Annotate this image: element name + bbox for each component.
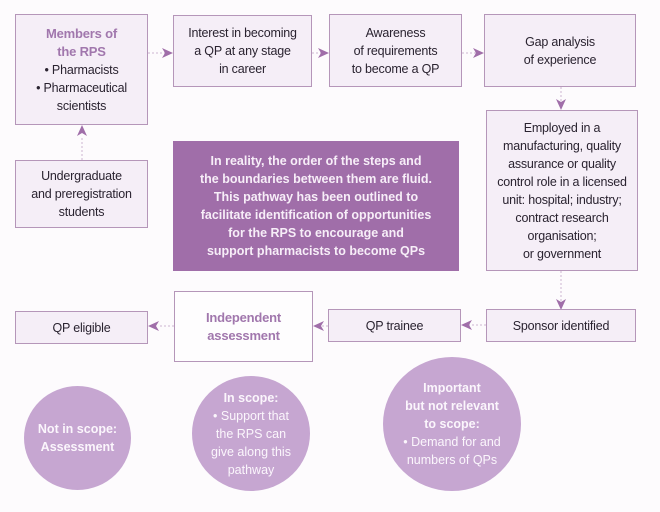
undergrad-line-2: and preregistration <box>31 187 132 201</box>
members-bullet-scientists: scientists <box>56 98 107 113</box>
interest-line-3: in career <box>219 62 266 76</box>
important-line-2: numbers of QPs <box>406 453 498 467</box>
interest-line-1: Interest in becoming <box>188 26 297 40</box>
in-scope-line-2: the RPS can <box>215 426 287 441</box>
arrowhead-to-gap <box>473 48 484 58</box>
employed-line-2: manufacturing, quality <box>503 138 621 153</box>
step-qp-trainee: QP trainee <box>328 309 461 342</box>
undergrad-line-1: Undergraduate <box>41 169 122 183</box>
in-scope-line-4: pathway <box>227 462 275 477</box>
important-line-1: • Demand for and <box>403 435 501 449</box>
arrowhead-to-trainee <box>461 320 472 330</box>
arrowhead-to-interest <box>162 48 173 58</box>
important-heading-line-3: to scope: <box>424 417 480 431</box>
pathway-note: In reality, the order of the steps and t… <box>173 141 459 271</box>
important-heading-line-1: Important <box>423 381 481 395</box>
in-scope-line-3: give along this <box>211 444 291 459</box>
employed-line-3: assurance or quality <box>508 156 616 171</box>
circle-in-scope: In scope: • Support that the RPS can giv… <box>192 376 310 491</box>
note-line-5: for the RPS to encourage and <box>228 226 404 240</box>
step-members-of-rps: Members of the RPS • Pharmacists • Pharm… <box>15 14 148 125</box>
step-qp-eligible: QP eligible <box>15 311 148 344</box>
arrowhead-to-eligible <box>148 321 159 331</box>
arrowhead-to-employed <box>556 99 566 110</box>
assessment-title-line-2: assessment <box>207 327 280 343</box>
circle-not-in-scope: Not in scope: Assessment <box>24 386 131 490</box>
note-line-1: In reality, the order of the steps and <box>210 154 422 168</box>
eligible-label: QP eligible <box>52 320 111 335</box>
step-independent-assessment: Independent assessment <box>174 291 313 362</box>
not-in-scope-item: Assessment <box>40 440 115 454</box>
circle-important-not-relevant: Important but not relevant to scope: • D… <box>383 357 521 491</box>
employed-line-8: or government <box>523 246 601 261</box>
arrowhead-to-members <box>77 125 87 136</box>
employed-line-4: control role in a licensed <box>497 174 627 189</box>
step-awareness: Awareness of requirements to become a QP <box>329 14 462 87</box>
step-sponsor-identified: Sponsor identified <box>486 309 636 342</box>
step-gap-analysis: Gap analysis of experience <box>484 14 636 87</box>
gap-line-1: Gap analysis <box>525 34 595 49</box>
note-line-6: support pharmacists to become QPs <box>206 244 426 258</box>
employed-line-7: organisation; <box>527 228 597 243</box>
step-interest: Interest in becoming a QP at any stage i… <box>173 15 312 87</box>
interest-line-2: a QP at any stage <box>194 44 291 58</box>
note-line-2: the boundaries between them are fluid. <box>200 172 432 186</box>
awareness-line-1: Awareness <box>365 25 426 40</box>
members-title-line-2: the RPS <box>57 43 106 59</box>
step-undergraduate: Undergraduate and preregistration studen… <box>15 160 148 228</box>
members-title-line-1: Members of <box>46 25 117 41</box>
sponsor-label: Sponsor identified <box>512 318 610 333</box>
undergrad-line-3: students <box>58 205 105 219</box>
arrowhead-to-assessment <box>313 321 324 331</box>
arrowhead-to-sponsor <box>556 299 566 310</box>
not-in-scope-heading: Not in scope: <box>37 422 118 436</box>
note-line-4: facilitate identification of opportuniti… <box>200 208 432 222</box>
gap-line-2: of experience <box>523 52 597 67</box>
awareness-line-3: to become a QP <box>351 61 440 76</box>
employed-line-1: Employed in a <box>523 120 601 135</box>
in-scope-heading: In scope: <box>223 390 279 405</box>
members-bullet-pharmaceutical: • Pharmaceutical <box>36 80 127 95</box>
members-bullet-pharmacists: • Pharmacists <box>44 62 119 77</box>
trainee-label: QP trainee <box>365 318 424 333</box>
step-employed: Employed in a manufacturing, quality ass… <box>486 110 638 271</box>
important-heading-line-2: but not relevant <box>405 399 499 413</box>
assessment-title-line-1: Independent <box>205 309 282 325</box>
note-line-3: This pathway has been outlined to <box>213 190 419 204</box>
in-scope-line-1: • Support that <box>213 408 289 423</box>
arrowhead-to-awareness <box>318 48 329 58</box>
employed-line-6: contract research <box>515 210 609 225</box>
awareness-line-2: of requirements <box>353 43 438 58</box>
employed-line-5: unit: hospital; industry; <box>502 192 622 207</box>
